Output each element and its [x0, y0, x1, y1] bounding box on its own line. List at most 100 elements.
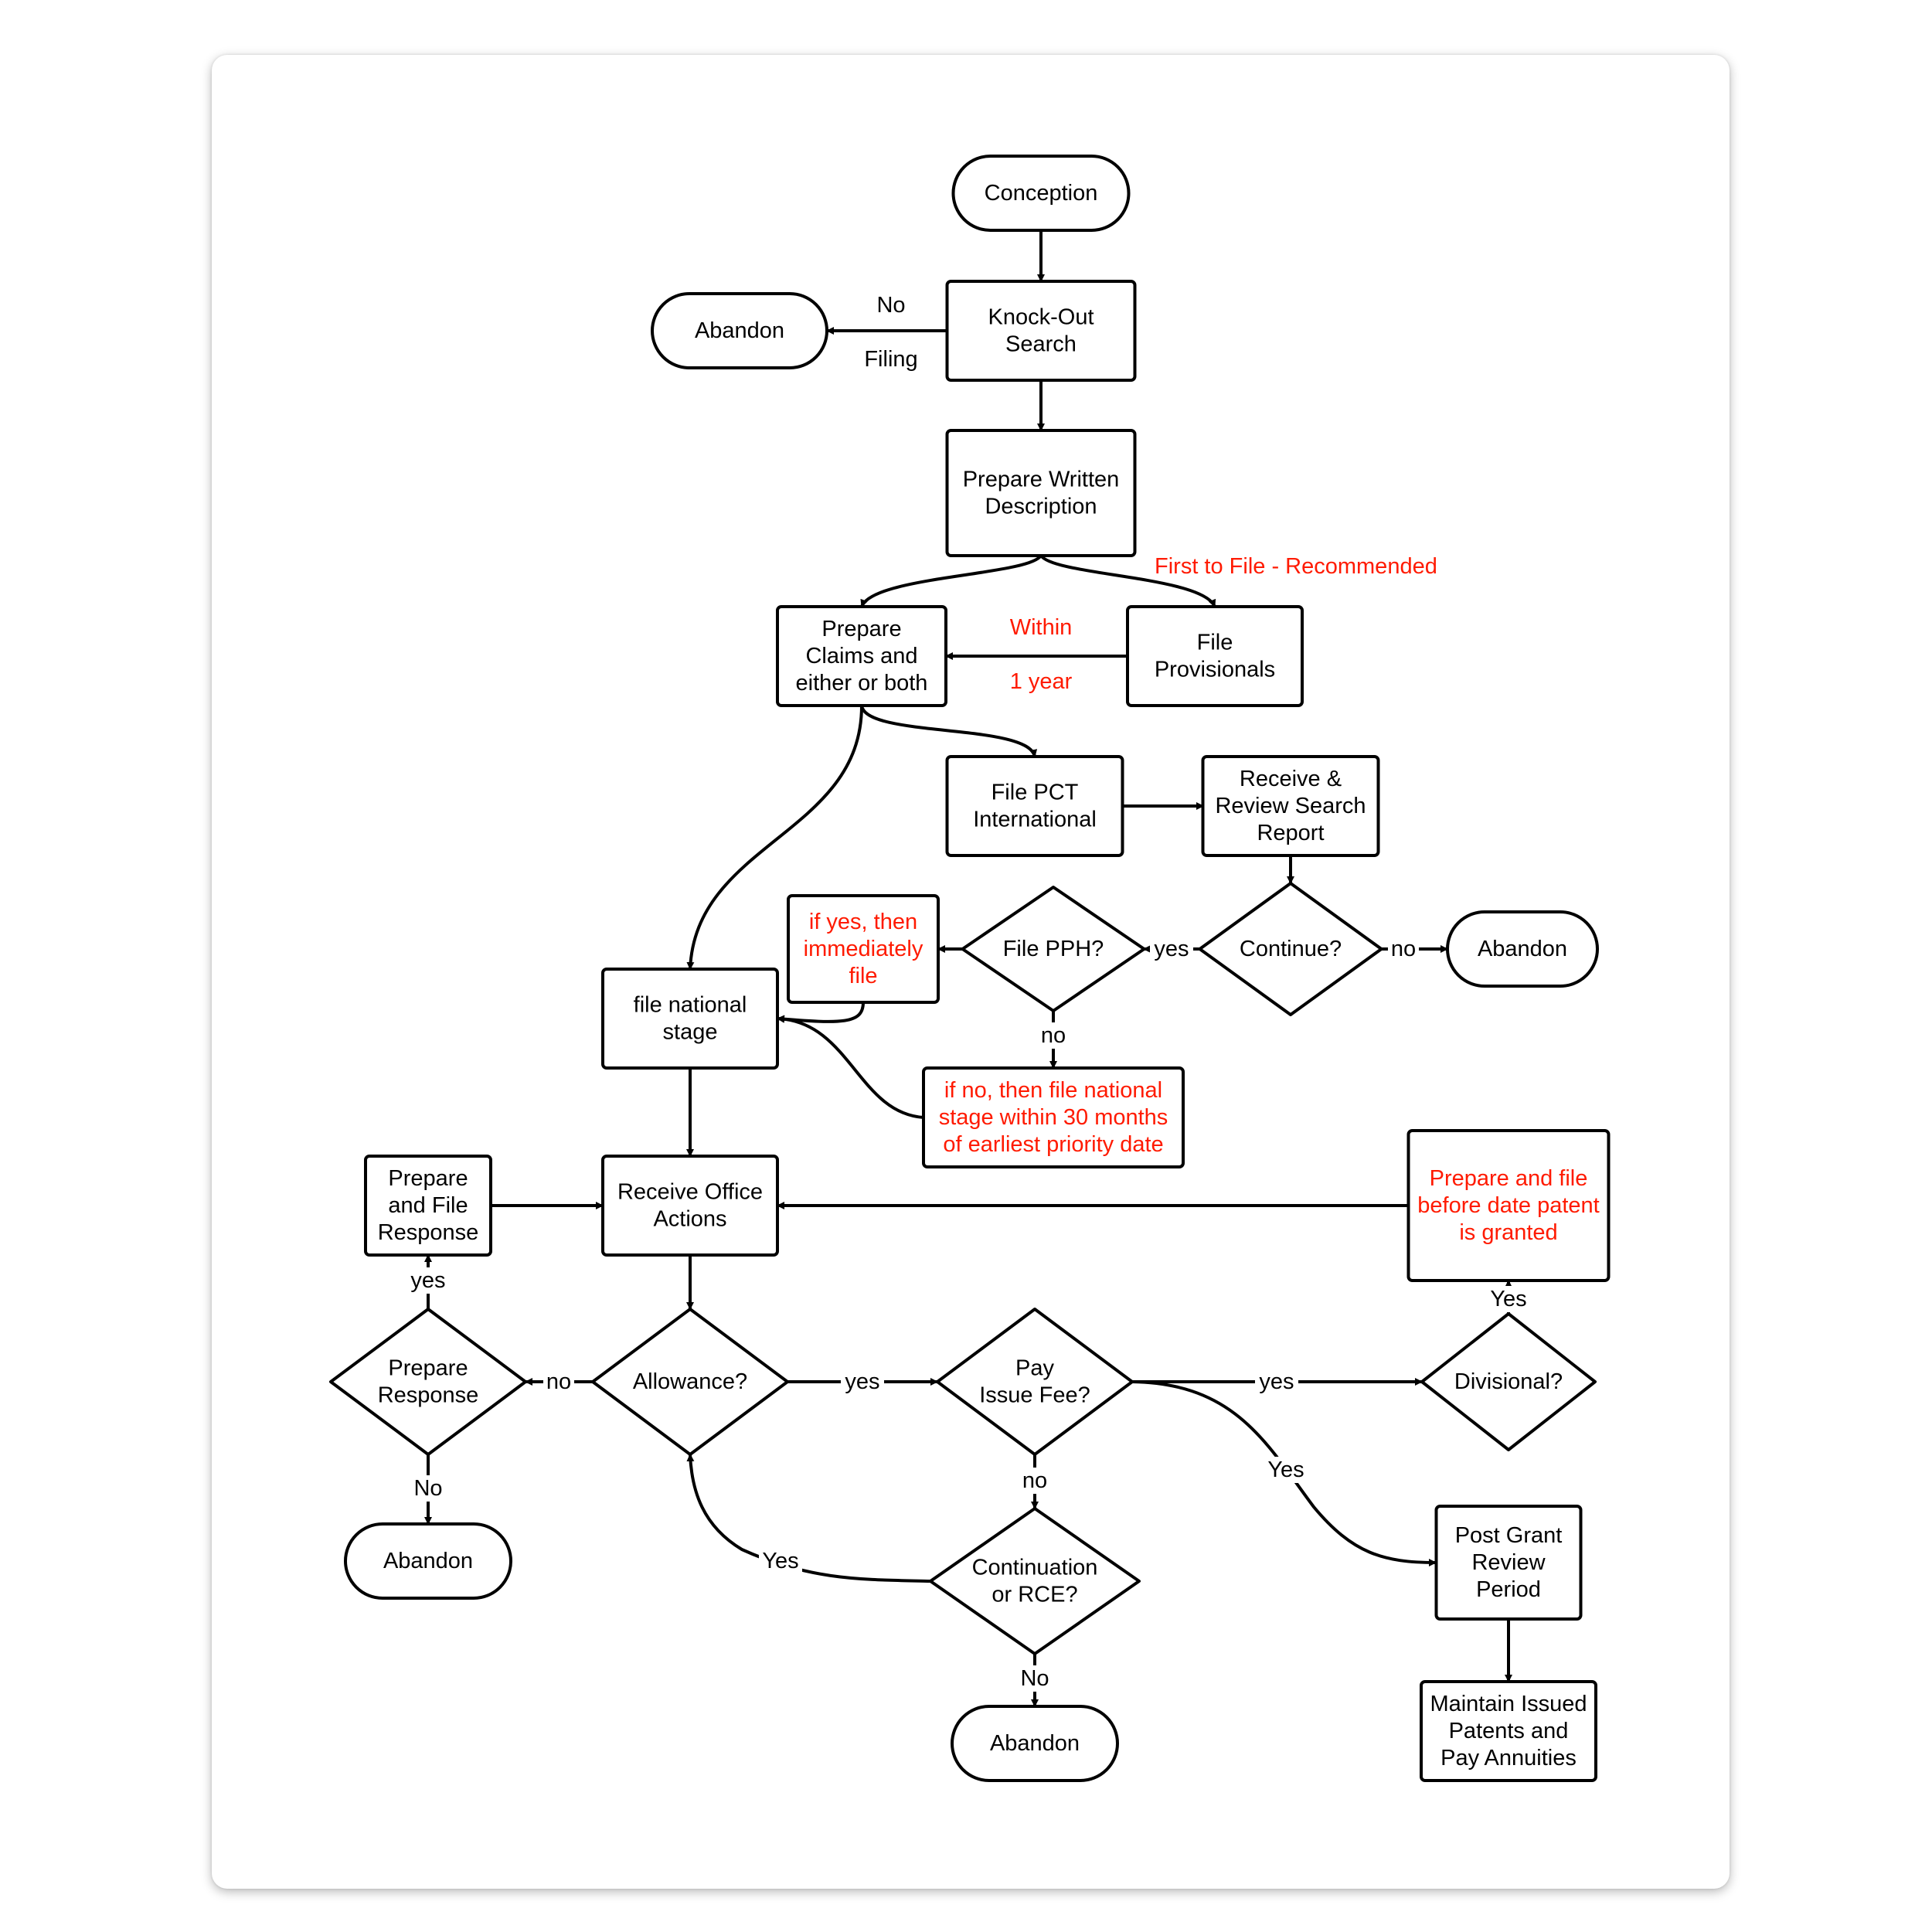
node-continue[interactable]: Continue? — [1200, 883, 1382, 1015]
node-file-national-label-line: file national — [634, 993, 747, 1018]
node-continuation-label-line: Continuation — [972, 1556, 1098, 1580]
node-allowance-label-line: Allowance? — [633, 1369, 747, 1394]
node-receive-review-label-line: Report — [1257, 821, 1324, 845]
edge-label-pay-issue-fee-to-post-grant: Yes — [1267, 1458, 1304, 1482]
node-abandon-4-label-line: Abandon — [990, 1731, 1080, 1756]
edge-continuation-to-allowance — [690, 1454, 930, 1581]
node-prepare-claims-label-line: either or both — [796, 671, 928, 696]
node-knockout-label-line: Knock-Out — [988, 305, 1094, 330]
node-receive-review-label-line: Receive & — [1240, 767, 1342, 791]
node-divisional[interactable]: Divisional? — [1422, 1314, 1595, 1450]
node-receive-office[interactable]: Receive OfficeActions — [603, 1156, 777, 1255]
node-conception[interactable]: Conception — [954, 156, 1129, 230]
node-if-no-label-line: of earliest priority date — [943, 1132, 1163, 1157]
node-prepare-response-label-line: Prepare — [388, 1356, 468, 1381]
node-file-pct-label-line: File PCT — [992, 781, 1079, 805]
node-abandon-1[interactable]: Abandon — [652, 294, 827, 368]
edge-label-pay-issue-fee-to-divisional: yes — [1259, 1369, 1294, 1394]
edge-label-file-provisionals-to-prepare-claims: Within — [1010, 615, 1073, 640]
node-if-yes-label-line: if yes, then — [809, 910, 917, 934]
node-if-no-label-line: if no, then file national — [944, 1078, 1162, 1103]
edge-label-divisional-to-prepare-divisional: Yes — [1490, 1287, 1526, 1311]
node-prepare-divisional-label-line: Prepare and file — [1430, 1166, 1588, 1191]
node-file-pct[interactable]: File PCT International — [947, 757, 1123, 855]
edge-label-allowance-to-prepare-response: no — [546, 1369, 571, 1394]
edge-label-prepare-written-to-file-provisionals: First to File - Recommended — [1155, 554, 1437, 579]
node-file-provisionals-label-line: File — [1197, 631, 1233, 655]
node-prepare-response[interactable]: PrepareResponse — [331, 1309, 526, 1454]
node-conception-label-line: Conception — [985, 181, 1098, 206]
node-continuation[interactable]: Continuation or RCE? — [930, 1509, 1139, 1654]
node-knockout[interactable]: Knock-OutSearch — [947, 281, 1135, 380]
node-file-pph-label-line: File PPH? — [1003, 937, 1104, 961]
node-knockout-shape — [947, 281, 1135, 380]
node-post-grant[interactable]: Post GrantReviewPeriod — [1437, 1506, 1581, 1619]
node-abandon-3-label-line: Abandon — [383, 1549, 473, 1573]
node-abandon-4[interactable]: Abandon — [952, 1706, 1117, 1781]
edge-prepare-claims-to-file-pct — [862, 706, 1035, 757]
node-maintain-label-line: Pay Annuities — [1440, 1746, 1577, 1770]
node-prepare-claims[interactable]: PrepareClaims and either or both — [777, 607, 946, 706]
node-file-national[interactable]: file nationalstage — [603, 969, 777, 1068]
node-file-pct-shape — [947, 757, 1123, 855]
node-allowance[interactable]: Allowance? — [593, 1309, 787, 1454]
node-pay-issue-fee-shape — [937, 1309, 1132, 1454]
edge-label-file-pph-to-if-no: no — [1041, 1023, 1066, 1048]
node-file-provisionals-label-line: Provisionals — [1155, 658, 1275, 682]
edge-label-continuation-to-abandon-4: No — [1020, 1666, 1049, 1691]
node-prepare-claims-label-line: Claims and — [805, 644, 917, 668]
edge-if-no-to-file-national — [777, 1019, 923, 1117]
edge-label-prepare-response-to-abandon-3: No — [413, 1476, 442, 1501]
edge-label-prepare-response-to-prepare-file-response: yes — [410, 1268, 445, 1293]
node-if-yes-label-line: file — [849, 964, 877, 988]
node-prepare-divisional[interactable]: Prepare and filebefore date patentis gra… — [1409, 1131, 1609, 1281]
edge-label-file-provisionals-to-prepare-claims: 1 year — [1010, 669, 1073, 694]
node-abandon-2-label-line: Abandon — [1478, 937, 1567, 961]
node-receive-office-label-line: Receive Office — [617, 1180, 763, 1205]
node-file-pph[interactable]: File PPH? — [963, 887, 1145, 1011]
node-if-no[interactable]: if no, then file nationalstage within 30… — [923, 1068, 1183, 1167]
node-prepare-claims-label-line: Prepare — [821, 617, 901, 641]
node-prepare-file-response-label-line: Prepare — [388, 1166, 468, 1191]
node-pay-issue-fee-label-line: Issue Fee? — [979, 1383, 1090, 1408]
node-abandon-1-label-line: Abandon — [695, 318, 784, 343]
node-prepare-divisional-label-line: is granted — [1459, 1220, 1557, 1245]
edge-label-pay-issue-fee-to-continuation: no — [1022, 1468, 1047, 1493]
node-pay-issue-fee-label-line: Pay — [1015, 1356, 1054, 1381]
node-post-grant-label-line: Period — [1476, 1577, 1541, 1602]
node-file-national-shape — [603, 969, 777, 1068]
node-prepare-file-response-label-line: Response — [378, 1220, 479, 1245]
node-if-yes-label-line: immediately — [804, 937, 923, 961]
node-pay-issue-fee[interactable]: PayIssue Fee? — [937, 1309, 1132, 1454]
node-prepare-written-shape — [947, 430, 1135, 556]
node-file-provisionals-shape — [1128, 607, 1302, 706]
node-continuation-shape — [930, 1509, 1139, 1654]
patent-process-flowchart: ConceptionAbandon Knock-OutSearchPrepare … — [212, 55, 1730, 1889]
node-maintain-label-line: Maintain Issued — [1430, 1692, 1587, 1716]
edge-label-continue-to-file-pph: yes — [1154, 937, 1189, 961]
edge-prepare-written-to-prepare-claims — [862, 556, 1041, 607]
edge-label-continuation-to-allowance: Yes — [762, 1549, 798, 1573]
node-receive-office-shape — [603, 1156, 777, 1255]
node-file-provisionals[interactable]: FileProvisionals — [1128, 607, 1302, 706]
node-post-grant-label-line: Review — [1471, 1550, 1546, 1575]
edge-label-allowance-to-pay-issue-fee: yes — [845, 1369, 879, 1394]
node-prepare-response-shape — [331, 1309, 526, 1454]
node-receive-review[interactable]: Receive &Review SearchReport — [1203, 757, 1379, 855]
node-abandon-2[interactable]: Abandon — [1447, 912, 1597, 986]
node-prepare-divisional-label-line: before date patent — [1417, 1193, 1599, 1218]
node-knockout-label-line: Search — [1005, 332, 1077, 357]
nodes: ConceptionAbandon Knock-OutSearchPrepare … — [331, 156, 1609, 1781]
node-prepare-response-label-line: Response — [378, 1383, 479, 1408]
node-maintain[interactable]: Maintain IssuedPatents andPay Annuities — [1421, 1682, 1596, 1781]
node-file-pct-label-line: International — [973, 808, 1097, 832]
node-prepare-written[interactable]: Prepare WrittenDescription — [947, 430, 1135, 556]
node-prepare-file-response-label-line: and File — [388, 1193, 468, 1218]
node-prepare-file-response[interactable]: Prepareand FileResponse — [366, 1156, 491, 1255]
node-if-no-label-line: stage within 30 months — [939, 1105, 1168, 1130]
diagram-canvas: ConceptionAbandon Knock-OutSearchPrepare … — [212, 55, 1730, 1889]
node-abandon-3[interactable]: Abandon — [345, 1524, 511, 1598]
node-continuation-label-line: or RCE? — [992, 1583, 1077, 1607]
node-post-grant-label-line: Post Grant — [1455, 1523, 1563, 1548]
node-if-yes[interactable]: if yes, then immediately file — [788, 896, 938, 1002]
